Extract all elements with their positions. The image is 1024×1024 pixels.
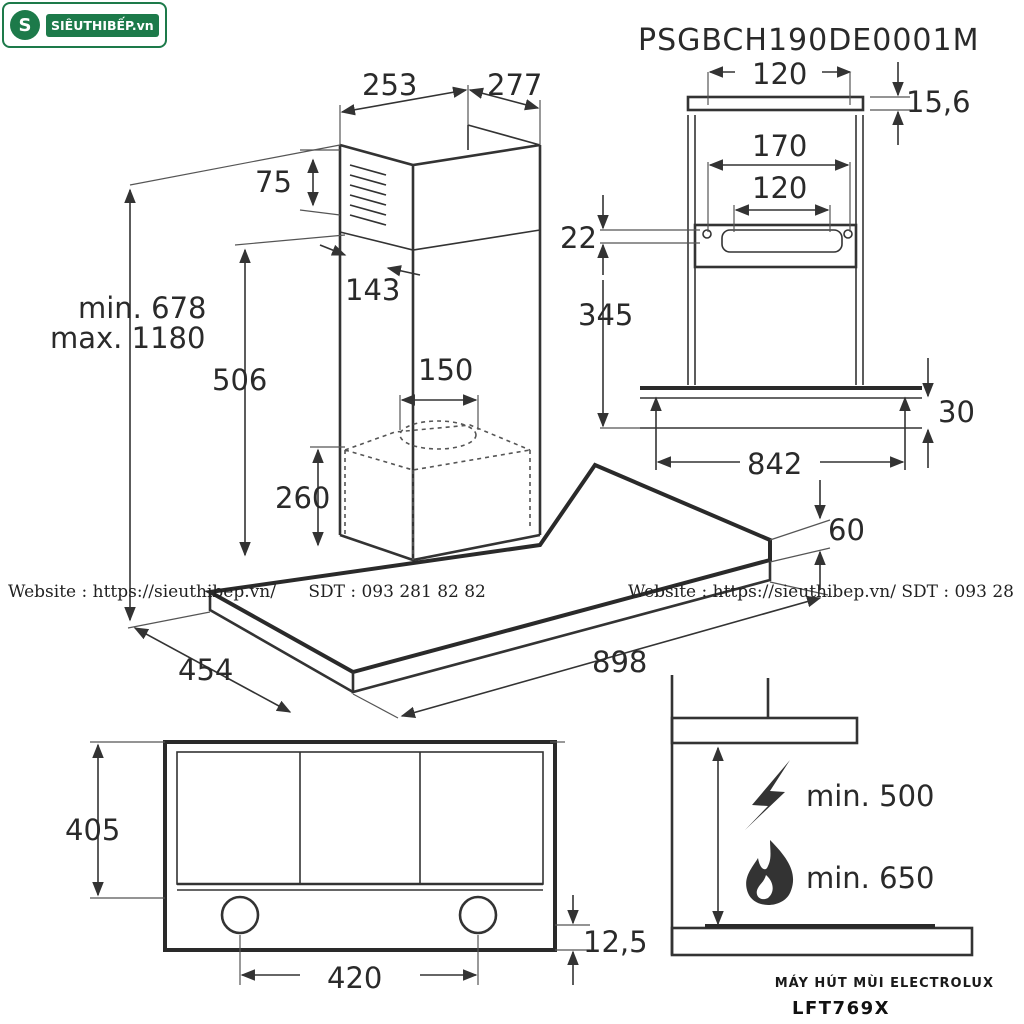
watermark-right: Website : https://sieuthibep.vn/ SDT : 0…	[628, 582, 1014, 602]
dim-chimney-width: 253	[362, 68, 417, 102]
bottom-view: 405 12,5 420	[65, 740, 648, 995]
dim-canopy-thickness: 60	[828, 513, 865, 547]
dim-bottom-depth: 405	[65, 813, 120, 847]
vent-grill	[349, 164, 387, 226]
dim-light-spacing: 420	[327, 961, 382, 995]
light-left	[220, 895, 260, 935]
dim-inner-spacing: 120	[752, 171, 807, 205]
dim-base: 30	[938, 395, 975, 429]
dim-width: 898	[592, 645, 647, 679]
dim-height-max: max. 1180	[50, 321, 205, 355]
light-right	[458, 895, 498, 935]
dim-top-thickness: 15,6	[906, 85, 971, 119]
dim-vent-height: 75	[255, 165, 292, 199]
dim-edge: 12,5	[583, 925, 648, 959]
lightning-icon	[745, 760, 790, 830]
product-brand-line: MÁY HÚT MÙI ELECTROLUX	[774, 976, 994, 991]
dim-chimney-depth: 277	[487, 68, 542, 102]
model-code: PSGBCH190DE0001M	[638, 23, 980, 58]
bracket-view: 120 15,6 170 120 22 345 30	[560, 57, 975, 481]
clearance-gas: min. 650	[806, 861, 934, 895]
flame-icon	[746, 840, 794, 906]
main-hood-view: 253 277 75 143 min. 678 max. 1180 506 15…	[50, 68, 865, 719]
dim-depth: 454	[178, 653, 233, 687]
product-model: LFT769X	[792, 998, 890, 1019]
dim-offset: 143	[345, 273, 400, 307]
watermark-left: Website : https://sieuthibep.vn/ SDT : 0…	[8, 582, 486, 602]
motor-box	[344, 424, 531, 560]
outlet-collar	[399, 420, 477, 450]
clearance-electric: min. 500	[806, 779, 934, 813]
dim-chimney-lower: 506	[212, 363, 267, 397]
dim-height: 345	[578, 298, 633, 332]
site-logo[interactable]: S SIÊUTHIBẾP.vn	[2, 2, 167, 48]
dim-top-spacing: 120	[752, 57, 807, 91]
dim-upper-gap: 22	[560, 221, 597, 255]
dim-outer-spacing: 170	[752, 129, 807, 163]
clearance-view: min. 500 min. 650	[670, 675, 974, 957]
logo-text: SIÊUTHIBẾP.vn	[46, 13, 159, 37]
dim-body-height: 260	[275, 481, 330, 515]
dim-hole-spacing: 842	[747, 447, 802, 481]
logo-mark-icon: S	[10, 10, 40, 40]
dim-outlet: 150	[418, 353, 473, 387]
chimney-outline	[338, 143, 542, 562]
dim-height-min: min. 678	[78, 291, 206, 325]
